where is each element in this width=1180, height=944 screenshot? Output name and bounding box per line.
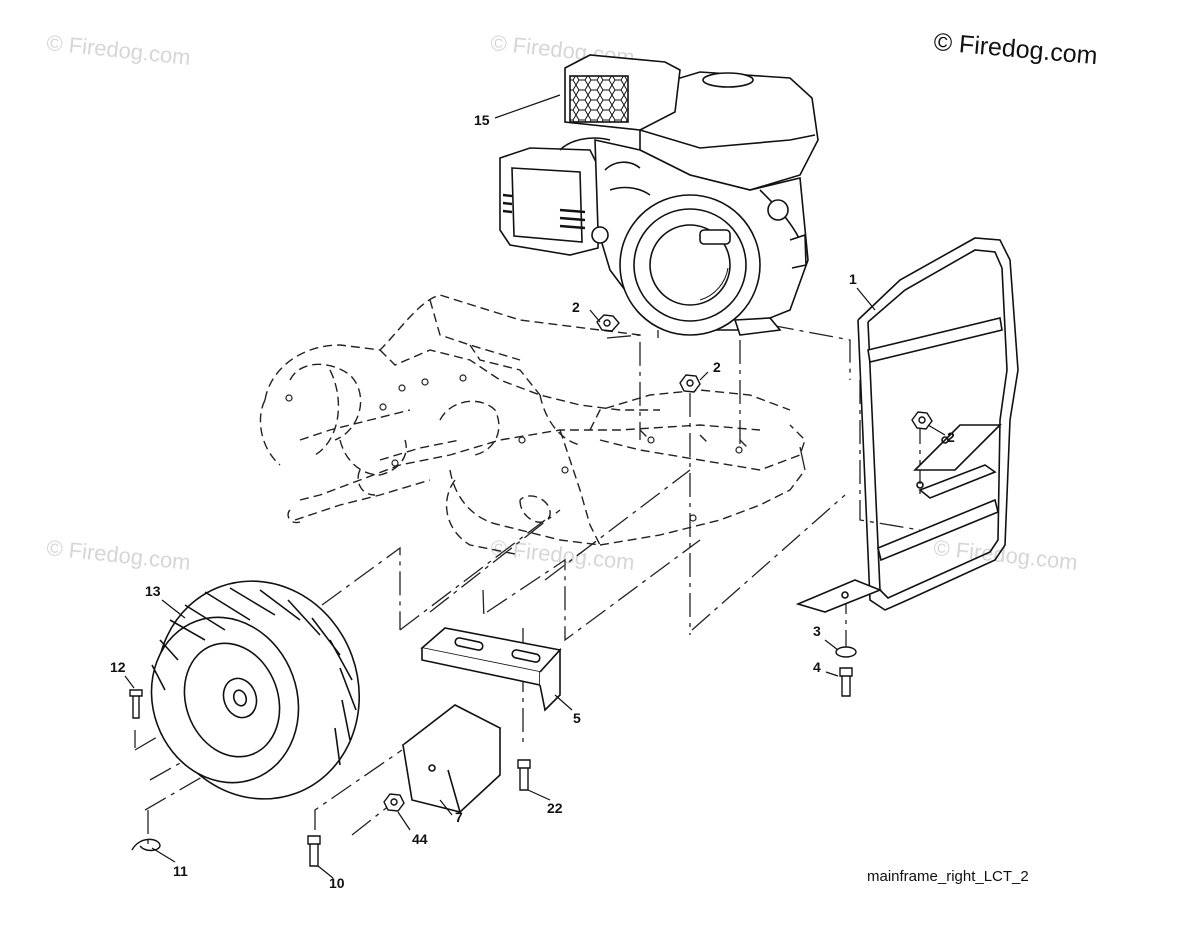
callout-13: 13 xyxy=(145,583,161,599)
bracket xyxy=(420,627,562,712)
tiller-frame-dashed xyxy=(259,294,806,556)
callout-4: 4 xyxy=(813,659,821,675)
leader-lines xyxy=(124,94,946,879)
bumper-guard xyxy=(795,237,1019,613)
callout-44: 44 xyxy=(412,831,428,847)
callout-10: 10 xyxy=(329,875,345,891)
callout-15: 15 xyxy=(474,112,490,128)
callout-2-frame-nut: 2 xyxy=(713,359,721,375)
weight-block xyxy=(401,704,502,813)
callout-1: 1 xyxy=(849,271,857,287)
callout-2-bumper-nut: 2 xyxy=(947,429,955,445)
callout-2-engine-nut: 2 xyxy=(572,299,580,315)
callout-3: 3 xyxy=(813,623,821,639)
diagram-caption: mainframe_right_LCT_2 xyxy=(867,868,1029,885)
fasteners xyxy=(129,314,933,867)
engine xyxy=(499,54,819,336)
callout-12: 12 xyxy=(110,659,126,675)
tire-and-wheel xyxy=(150,580,361,800)
callout-5: 5 xyxy=(573,710,581,726)
callout-11: 11 xyxy=(173,863,188,879)
callout-7: 7 xyxy=(455,809,463,825)
callout-22: 22 xyxy=(547,800,563,816)
